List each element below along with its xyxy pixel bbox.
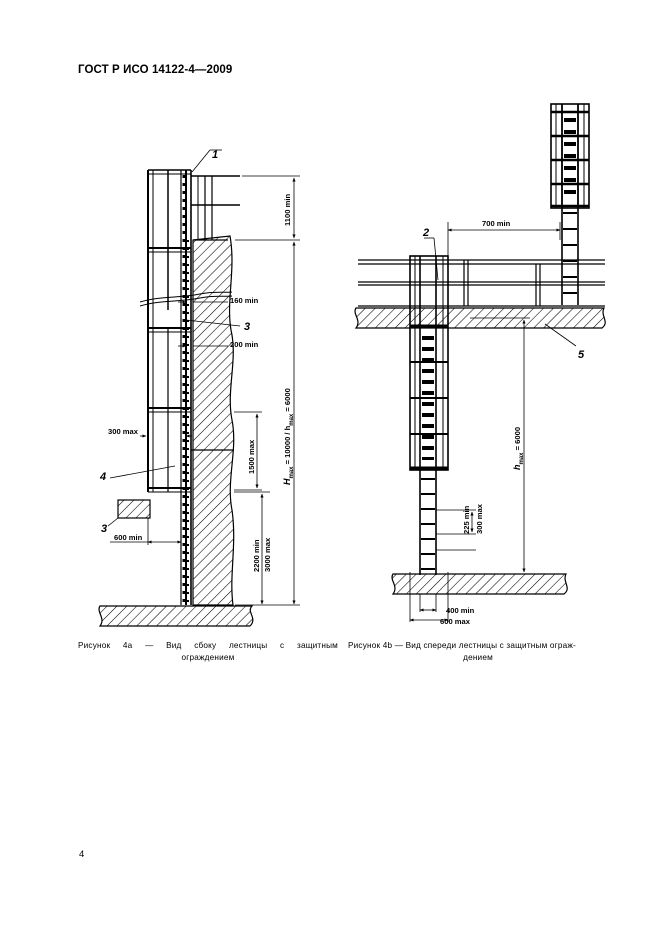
dim-600-min: 600 min	[114, 533, 143, 542]
dim-2200-min: 2200 min	[252, 539, 261, 572]
callout-2: 2	[422, 227, 429, 239]
figure-4a-drawing: 1 3 4 3 1100 min 160 min 200 min 300 max…	[98, 149, 300, 627]
wall-hatched	[192, 235, 235, 606]
dim-200-min: 200 min	[230, 340, 259, 349]
dim-300-max: 300 max	[108, 427, 139, 436]
dim-1500-max: 1500 max	[247, 439, 256, 474]
dim-225-min: 225 min	[462, 505, 471, 534]
dim-h-max-10000: Hmax = 10000 / hmax = 6000	[282, 388, 295, 485]
ground-slab-a	[98, 605, 254, 627]
dim-1100-min: 1100 min	[283, 194, 292, 226]
dim-3000-max: 3000 max	[263, 537, 272, 572]
figure-4b-caption: Рисунок 4b — Вид спереди лестницы с защи…	[348, 641, 576, 662]
dim-160-min: 160 min	[230, 296, 259, 305]
dim-600-max-b: 600 max	[440, 617, 471, 626]
document-header: ГОСТ Р ИСО 14122-4—2009	[78, 64, 233, 76]
callout-5: 5	[578, 349, 585, 361]
dim-400-min: 400 min	[446, 606, 475, 615]
ground-slab-b	[391, 573, 568, 595]
figure-4a-caption: Рисунок 4a — Вид сбоку лестницы с защитн…	[78, 641, 338, 662]
dim-h-max-6000: hmax = 6000	[512, 427, 525, 470]
figure-4b-drawing: 2 5 700 min 225 min 300 max hmax = 6000 …	[354, 103, 606, 626]
callout-3: 3	[244, 321, 250, 333]
page-number: 4	[79, 849, 85, 860]
callout-4: 4	[99, 471, 106, 483]
dim-300-max-b: 300 max	[475, 503, 484, 534]
callout-1: 1	[212, 149, 218, 161]
callout-3-platform: 3	[101, 523, 107, 535]
dim-700-min: 700 min	[482, 219, 511, 228]
